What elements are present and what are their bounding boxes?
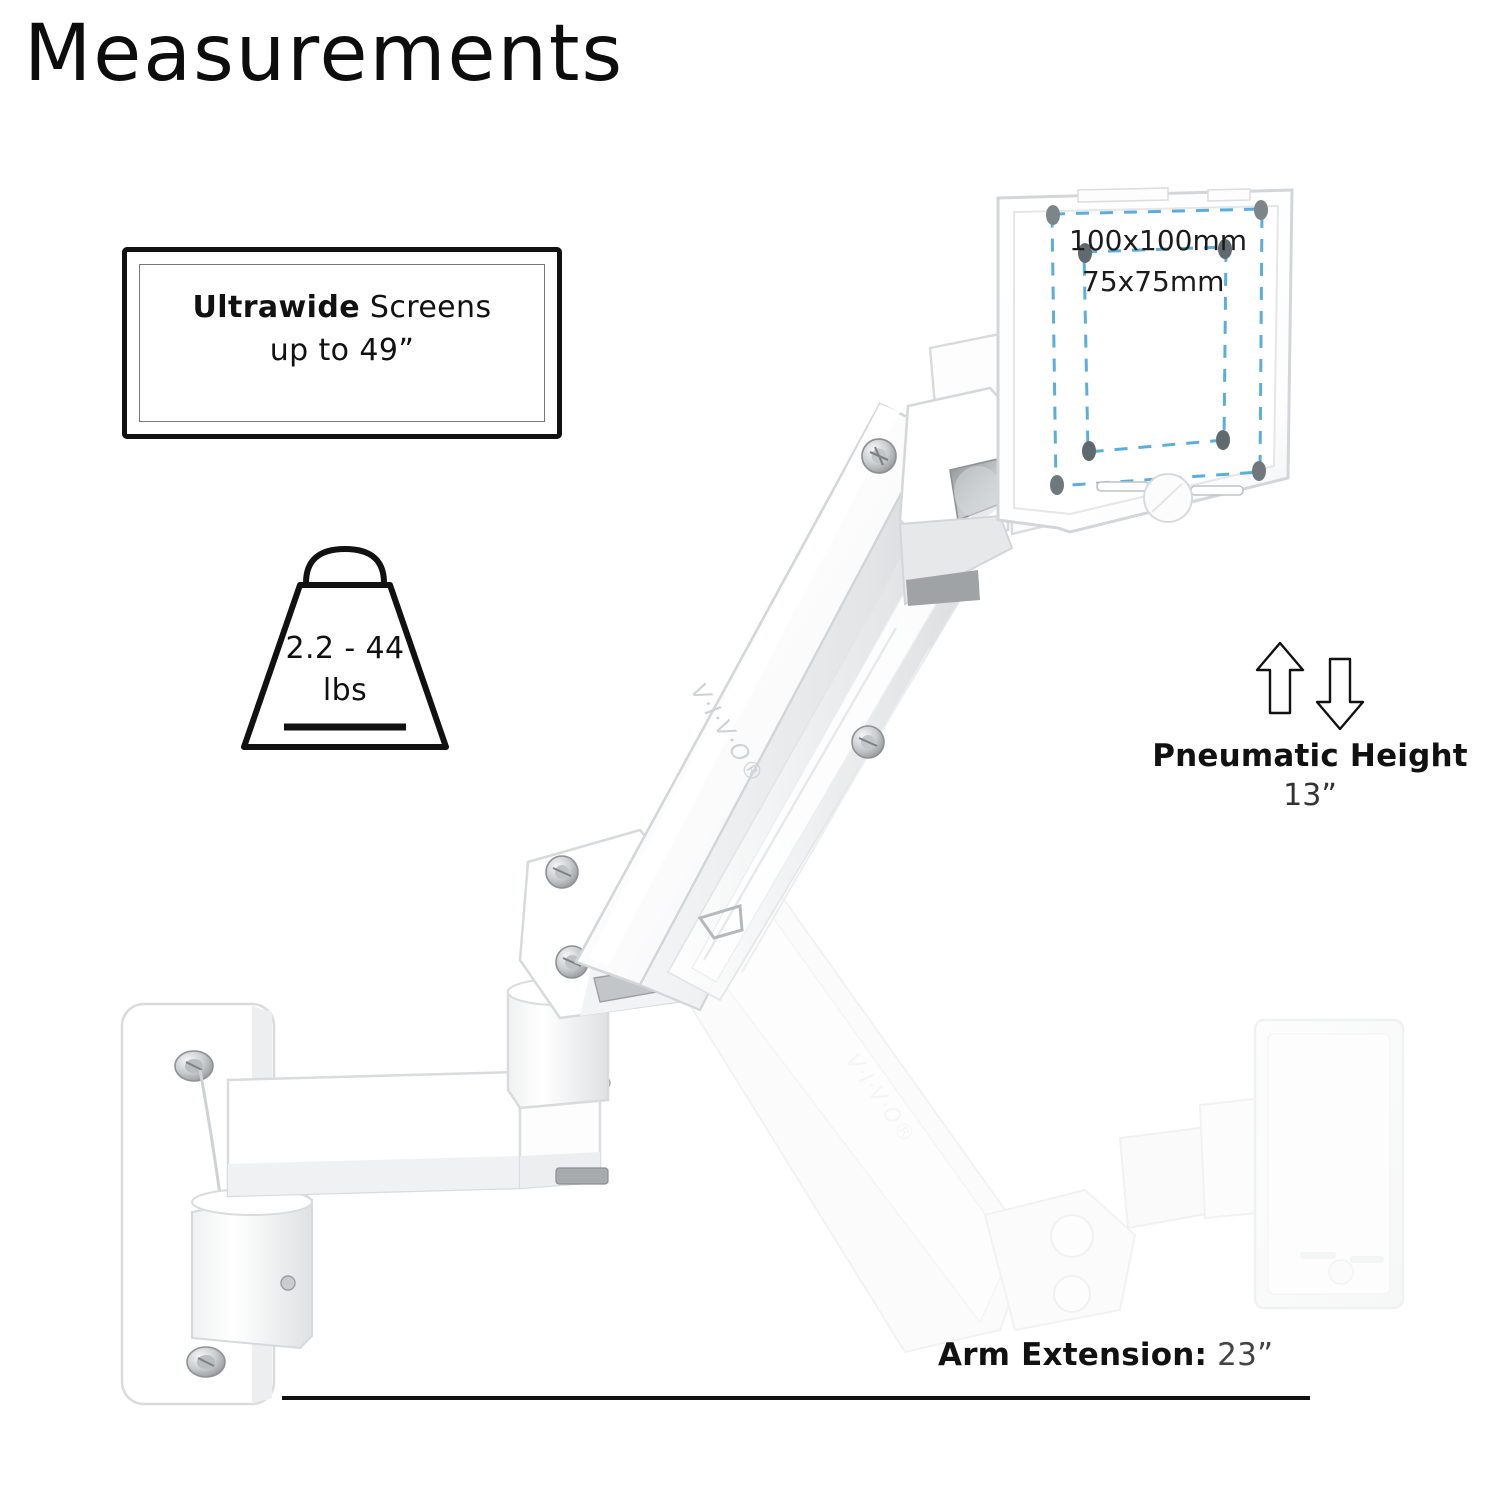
weight-range-label: 2.2 - 44 [285, 631, 405, 666]
arm-extension-label: Arm Extension: [938, 1337, 1208, 1373]
ultrawide-rest-text: Screens [359, 290, 492, 325]
arm-mid-screw [851, 725, 885, 759]
vesa-75-outline [1082, 245, 1228, 454]
arm-extension-value: 23” [1217, 1337, 1274, 1373]
ultrawide-line-1: Ultrawide Screens [193, 287, 492, 330]
arm-top-screw [861, 438, 897, 474]
ultrawide-box-inner-border: Ultrawide Screens up to 49” [139, 264, 545, 422]
plate-slot-left [1096, 481, 1150, 492]
pneumatic-height-callout: Pneumatic Height 13” [1118, 640, 1500, 813]
vesa-mount-plate [996, 187, 1294, 534]
measurement-baseline [282, 1396, 1310, 1400]
arrow-up-icon [1255, 641, 1305, 715]
wall-plate-screw-top [174, 1050, 214, 1082]
weight-handle [303, 545, 387, 584]
plate-slot-right [1190, 485, 1244, 496]
weight-capacity-icon: 2.2 - 44 lbs [222, 545, 468, 757]
elbow-screw-upper [545, 855, 579, 889]
arrow-down-icon [1315, 657, 1365, 731]
vesa-pattern-75-label: 75x75mm [1082, 265, 1225, 298]
weight-body [241, 582, 449, 750]
weight-unit-label: lbs [322, 673, 368, 708]
vesa-100-outline [1050, 207, 1264, 488]
vesa-screw-points [1046, 200, 1268, 495]
pneumatic-height-value: 13” [1283, 778, 1337, 813]
pneumatic-height-label: Pneumatic Height [1152, 738, 1468, 774]
ultrawide-strong-text: Ultrawide [192, 290, 360, 325]
arm-extension-callout: Arm Extension: 23” [938, 1337, 1273, 1373]
wall-mount-bracket [120, 1002, 611, 1406]
ultrawide-line-2: up to 49” [269, 332, 415, 368]
pneumatic-arm: V·I·V·O® [574, 402, 977, 1012]
height-arrows-group [1118, 640, 1500, 732]
page-title: Measurements [24, 9, 625, 99]
wall-plate-screw-bottom [186, 1346, 226, 1378]
ultrawide-screens-box: Ultrawide Screens up to 49” [122, 247, 562, 439]
vesa-pattern-100-label: 100x100mm [1069, 224, 1248, 257]
